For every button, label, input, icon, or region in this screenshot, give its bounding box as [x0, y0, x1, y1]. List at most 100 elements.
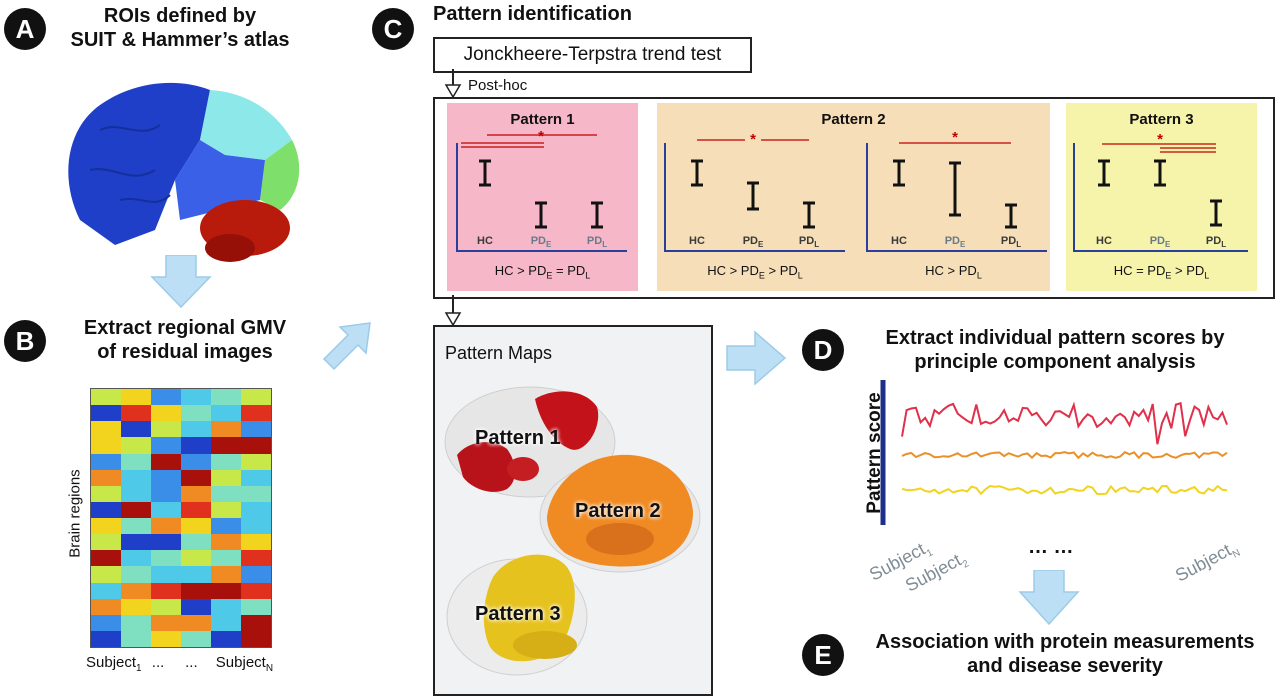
gmv-heatmap [90, 388, 272, 648]
heatmap-cell [91, 614, 121, 631]
heatmap-cell [241, 582, 271, 599]
pattern1-error-bar-hc [479, 159, 491, 187]
heatmap-cell [151, 534, 181, 551]
heatmap-cell [91, 501, 121, 518]
heatmap-cell [211, 550, 241, 567]
pattern2a-error-bar-pde [747, 181, 759, 211]
panel-d-subjectN: SubjectN [1172, 539, 1243, 586]
heatmap-cell [241, 534, 271, 551]
pattern-maps-brains [444, 386, 701, 676]
badge-e: E [802, 634, 844, 676]
badge-c: C [372, 8, 414, 50]
pattern2b-star: * [952, 129, 958, 146]
heatmap-cell [181, 550, 211, 567]
posthoc-label: Post-hoc [468, 77, 528, 94]
pattern2b-xlabel-pde: PDE [944, 235, 966, 250]
heatmap-cell [241, 518, 271, 535]
pattern-maps-title: Pattern Maps [445, 343, 553, 363]
heatmap-cell [151, 582, 181, 599]
heatmap-cell [91, 598, 121, 615]
heatmap-cell [151, 389, 181, 406]
pattern2a-condition: HC > PDE > PDL [707, 263, 803, 281]
heatmap-cell [151, 550, 181, 567]
heatmap-cell [211, 582, 241, 599]
pattern-score-plot [880, 380, 1228, 525]
panel-d-title: Extract individual pattern scores by pri… [845, 326, 1265, 374]
pattern1-condition: HC > PDE = PDL [494, 263, 591, 281]
map-label-pattern2: Pattern 2 [575, 500, 661, 522]
pattern3-xlabel-pde: PDE [1149, 235, 1171, 250]
pattern2b-xlabel-hc: HC [891, 235, 907, 247]
heatmap-cell [91, 566, 121, 583]
panel-b-title-line2: of residual images [97, 341, 273, 363]
heatmap-cell [181, 518, 211, 535]
heatmap-cell [181, 405, 211, 422]
panel-e-title: Association with protein measurements an… [852, 630, 1278, 678]
heatmap-cell [121, 421, 151, 438]
heatmap-cell [91, 630, 121, 647]
heatmap-cell [151, 630, 181, 647]
panel-b-y-axis-label: Brain regions [66, 469, 84, 558]
heatmap-cell [121, 614, 151, 631]
arrow-a-to-b [150, 255, 212, 309]
pattern3-plot: * [1073, 131, 1248, 252]
panel-b-title-line1: Extract regional GMV [83, 317, 287, 339]
pattern3-xlabel-pdl: PDL [1205, 235, 1227, 250]
heatmap-cell [121, 469, 151, 486]
brain-occipital-lobe [260, 140, 300, 210]
heatmap-cell [151, 518, 181, 535]
heatmap-cell [241, 437, 271, 454]
pattern2a-xlabel-pdl: PDL [798, 235, 820, 250]
heatmap-cell [211, 614, 241, 631]
heatmap-cell [121, 566, 151, 583]
score-trace-pattern3 [901, 484, 1228, 496]
pattern1-error-bar-pdl [591, 201, 603, 229]
map-pattern2-region [547, 454, 693, 567]
score-trace-pattern2 [901, 451, 1228, 460]
pattern2b-error-bar-hc [893, 159, 905, 187]
badge-d: D [802, 329, 844, 371]
heatmap-cell [91, 469, 121, 486]
heatmap-cell [211, 598, 241, 615]
heatmap-cell [211, 518, 241, 535]
arrow-d-to-e [1018, 570, 1080, 626]
heatmap-cell [121, 501, 151, 518]
heatmap-cell [241, 405, 271, 422]
trend-test-label: Jonckheere-Terpstra trend test [463, 44, 722, 65]
panel-a-title: ROIs defined by SUIT & Hammer’s atlas [40, 4, 320, 52]
heatmap-cell [241, 421, 271, 438]
panel-d-dots: … … [1028, 536, 1074, 558]
pattern3-panel: Pattern 3 * HC PDE PDL HC = PDE > PDL [1066, 103, 1257, 291]
heatmap-cell [121, 405, 151, 422]
pattern2-plot: * * [664, 129, 1047, 252]
heatmap-cell [241, 630, 271, 647]
panel-b-title: Extract regional GMV of residual images [55, 316, 315, 364]
pattern2b-error-bar-pdl [1005, 203, 1017, 229]
pattern3-star: * [1157, 131, 1163, 148]
heatmap-cell [121, 534, 151, 551]
heatmap-cell [241, 485, 271, 502]
heatmap-cell [211, 469, 241, 486]
pattern3-xlabel-hc: HC [1096, 235, 1112, 247]
pattern3-error-bar-pde [1154, 159, 1166, 187]
heatmap-cell [121, 437, 151, 454]
pattern1-xlabel-pdl: PDL [586, 235, 608, 250]
heatmap-cell [181, 534, 211, 551]
badge-a: A [4, 8, 46, 50]
heatmap-cell [91, 389, 121, 406]
heatmap-cell [121, 550, 151, 567]
pattern2-panel: Pattern 2 * * HC PDE PDL HC PDE PDL HC >… [657, 103, 1050, 291]
pattern2b-error-bar-pde [949, 161, 961, 217]
heatmap-cell [121, 389, 151, 406]
map-label-pattern1: Pattern 1 [475, 427, 561, 449]
heatmap-cell [151, 405, 181, 422]
pattern-maps-box: Pattern Maps Pattern 1 Pattern 2 Pattern… [433, 325, 713, 696]
heatmap-cell [91, 421, 121, 438]
pattern2a-xlabel-hc: HC [689, 235, 705, 247]
heatmap-cell [211, 566, 241, 583]
brain-temporal-lobe [175, 140, 265, 220]
pattern2a-error-bar-pdl [803, 201, 815, 229]
heatmap-cell [151, 566, 181, 583]
heatmap-cell [181, 501, 211, 518]
panel-b-subjectN: Subject [215, 654, 266, 671]
